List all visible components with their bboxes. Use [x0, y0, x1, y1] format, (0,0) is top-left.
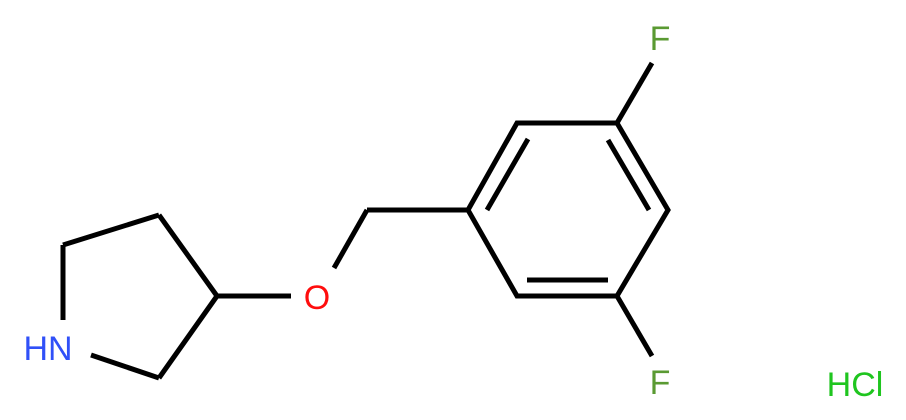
- bond-c2-c3: [62, 212, 160, 248]
- bond-c-f-bottom: [614, 294, 655, 358]
- salt-hcl: HCl: [827, 366, 884, 404]
- atom-nitrogen: HN: [23, 330, 72, 368]
- atom-oxygen: O: [304, 279, 330, 317]
- double-bond-inner-1: [484, 137, 531, 212]
- bond-c5-n: [90, 352, 160, 381]
- bonds: [60, 61, 671, 381]
- atom-fluorine-bottom: F: [650, 364, 671, 402]
- atom-fluorine-top: F: [650, 20, 671, 58]
- bond-c-f-top: [614, 61, 655, 125]
- benzene-ring: [465, 120, 671, 299]
- bond-c4-c5: [156, 294, 220, 380]
- double-bond-inner-2: [605, 138, 652, 212]
- bond-c3-c4: [156, 213, 220, 298]
- bond-o-ch2: [331, 208, 370, 270]
